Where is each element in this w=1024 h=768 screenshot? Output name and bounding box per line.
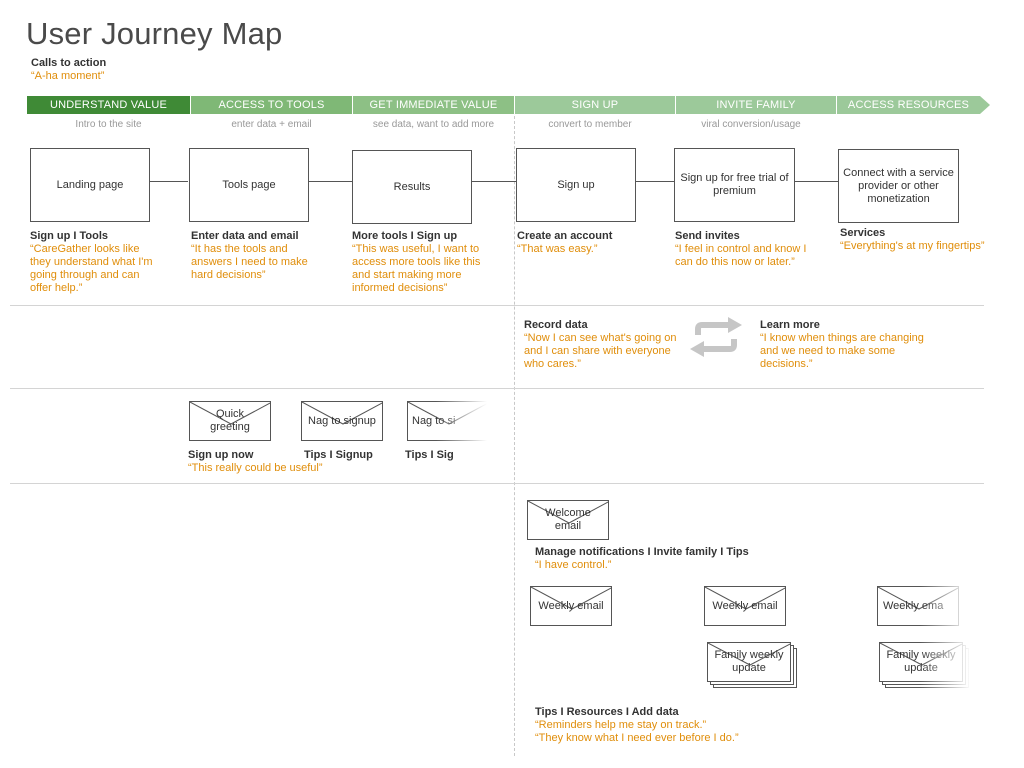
results-box: Results <box>352 150 472 224</box>
flow-note-label: Send invites <box>675 230 740 242</box>
envelope-icon <box>705 587 785 610</box>
connector-line <box>150 181 188 182</box>
envelope-text: Weekly email <box>712 599 778 612</box>
stage-get-immediate-value: GET IMMEDIATE VALUE <box>353 96 514 114</box>
envelope-text: Welcome email <box>545 507 591 532</box>
flow-note-label: Services <box>840 227 886 239</box>
flow-note: Sign up I Tools “CareGather looks like t… <box>30 230 180 295</box>
manage-notifications-quote: “I have control.” <box>535 559 612 571</box>
sign-up-box: Sign up <box>516 148 636 222</box>
learn-more-quote: “I know when things are changing and we … <box>760 332 924 370</box>
fade-overlay <box>920 580 980 695</box>
stage-sign-up: SIGN UP <box>515 96 675 114</box>
record-data-quote: “Now I can see what's going on and I can… <box>524 332 677 370</box>
quick-greeting-email: Quick greeting <box>189 401 271 441</box>
tools-page-box: Tools page <box>189 148 309 222</box>
flow-note-label: Sign up I Tools <box>30 230 109 242</box>
email-label: Tips I Signup <box>304 449 373 461</box>
record-data-label: Record data <box>524 319 588 331</box>
stage-sub-invite-family: viral conversion/usage <box>701 119 801 130</box>
learn-more-note: Learn more “I know when things are chang… <box>760 319 960 371</box>
flow-note: Send invites “I feel in control and know… <box>675 230 835 269</box>
weekly-email: Weekly email <box>530 586 612 626</box>
envelope-icon <box>528 501 608 524</box>
flow-note-label: Enter data and email <box>191 230 299 242</box>
tips-quote: “They know what I need ever before I do.… <box>535 732 739 744</box>
record-data-note: Record data “Now I can see what's going … <box>524 319 704 371</box>
fade-overlay <box>436 398 496 468</box>
welcome-email: Welcome email <box>527 500 609 540</box>
stage-arrow-head <box>980 96 990 114</box>
nag-to-signup-email: Nag to signup <box>301 401 383 441</box>
manage-notifications-label: Manage notifications I Invite family I T… <box>535 546 749 558</box>
connector-line <box>795 181 838 182</box>
flow-note: Create an account “That was easy.” <box>517 230 667 256</box>
connector-line <box>636 181 674 182</box>
envelope-icon <box>531 587 611 610</box>
email-label: Sign up now <box>188 449 254 461</box>
flow-note: Services “Everything's at my fingertips” <box>840 227 1020 253</box>
flow-note-quote: “Everything's at my fingertips” <box>840 240 985 252</box>
section-divider <box>10 483 984 484</box>
envelope-icon <box>190 402 270 425</box>
flow-note-quote: “I feel in control and know I can do thi… <box>675 243 807 268</box>
section-divider <box>10 305 984 306</box>
tips-quote: “Reminders help me stay on track.” <box>535 719 707 731</box>
stage-access-resources: ACCESS RESOURCES <box>837 96 980 114</box>
stage-understand-value: UNDERSTAND VALUE <box>27 96 190 114</box>
weekly-email: Weekly email <box>704 586 786 626</box>
flow-note-quote: “This was useful, I want to access more … <box>352 243 481 294</box>
stage-sub-understand-value: Intro to the site <box>75 119 142 130</box>
learn-more-label: Learn more <box>760 319 820 331</box>
envelope-icon <box>302 402 382 425</box>
envelope-icon <box>708 643 790 666</box>
stage-sub-access-to-tools: enter data + email <box>231 119 312 130</box>
family-weekly-update-email: Family weekly update <box>707 642 791 682</box>
connector-line <box>472 181 516 182</box>
page-title: User Journey Map <box>26 16 283 51</box>
tips-resources-label: Tips I Resources I Add data <box>535 706 679 718</box>
flow-note-label: More tools I Sign up <box>352 230 458 242</box>
flow-note-quote: “It has the tools and answers I need to … <box>191 243 308 281</box>
section-divider <box>10 388 984 389</box>
landing-page-box: Landing page <box>30 148 150 222</box>
stage-sub-sign-up: convert to member <box>548 119 632 130</box>
cycle-arrows-icon <box>690 317 742 357</box>
envelope-text: Nag to signup <box>308 414 376 427</box>
flow-note: Enter data and email “It has the tools a… <box>191 230 341 282</box>
email-label: Tips I Sig <box>405 449 454 461</box>
flow-note-label: Create an account <box>517 230 613 242</box>
service-provider-box: Connect with a service provider or other… <box>838 149 959 223</box>
stage-invite-family: INVITE FAMILY <box>676 96 836 114</box>
envelope-text: Weekly email <box>538 599 604 612</box>
stage-sub-get-immediate-value: see data, want to add more <box>372 119 495 130</box>
envelope-text: Family weekly update <box>714 649 784 674</box>
connector-line <box>309 181 352 182</box>
calls-to-action-quote: “A-ha moment” <box>31 70 105 82</box>
signup-divider <box>514 116 515 756</box>
calls-to-action-label: Calls to action <box>31 57 107 69</box>
flow-note-quote: “That was easy.” <box>517 243 598 255</box>
email-row1-quote: “This really could be useful” <box>188 462 323 474</box>
flow-note: More tools I Sign up “This was useful, I… <box>352 230 512 295</box>
premium-trial-box: Sign up for free trial of premium <box>674 148 795 222</box>
envelope-text: Quick greeting <box>210 408 250 433</box>
flow-note-quote: “CareGather looks like they understand w… <box>30 243 153 294</box>
stage-access-to-tools: ACCESS TO TOOLS <box>191 96 352 114</box>
